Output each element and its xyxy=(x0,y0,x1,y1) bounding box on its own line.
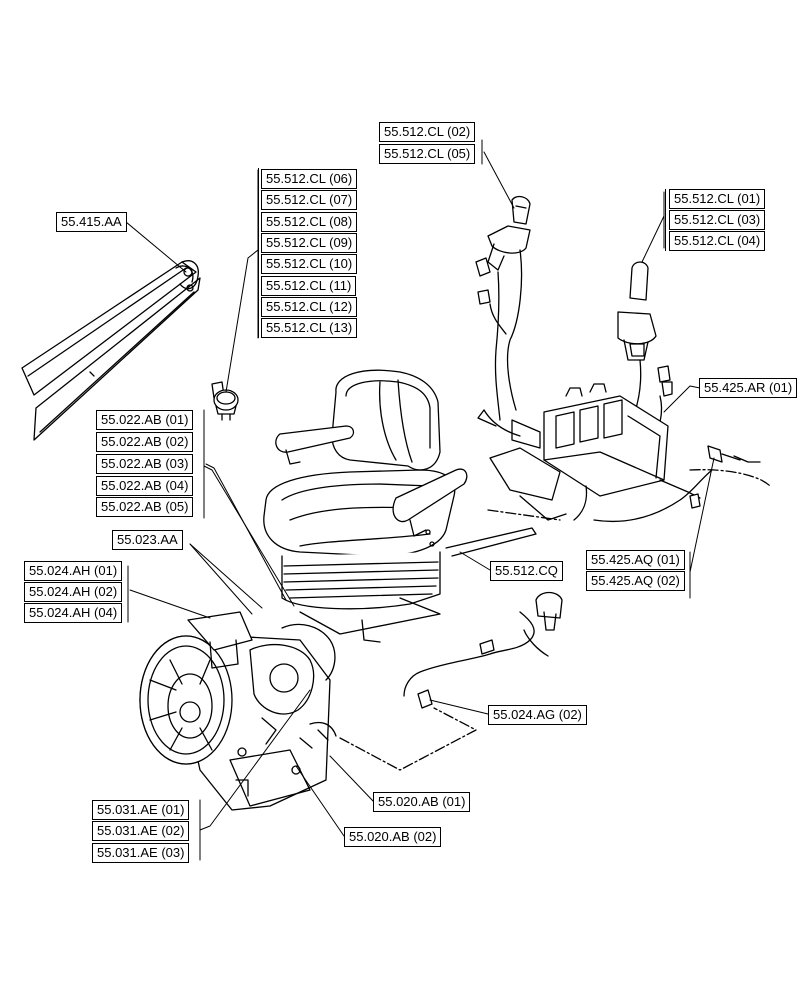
callout-55-022-ab-02[interactable]: 55.022.AB (02) xyxy=(96,432,194,452)
callout-55-031-ae-01[interactable]: 55.031.AE (01) xyxy=(92,800,190,820)
callout-55-024-ah-04[interactable]: 55.024.AH (04) xyxy=(24,603,123,623)
rotary-switch xyxy=(211,381,239,421)
cable-route xyxy=(339,707,477,771)
callout-55-425-ar-01[interactable]: 55.425.AR (01) xyxy=(699,378,798,398)
callout-55-512-cl-11[interactable]: 55.512.CL (11) xyxy=(261,276,357,296)
callout-55-415-aa[interactable]: 55.415.AA xyxy=(56,212,127,232)
transmission-housing xyxy=(139,611,331,811)
callout-55-512-cl-02[interactable]: 55.512.CL (02) xyxy=(379,122,476,142)
callout-55-024-ag-02[interactable]: 55.024.AG (02) xyxy=(488,705,587,725)
callout-55-512-cl-08[interactable]: 55.512.CL (08) xyxy=(261,212,358,232)
callout-55-512-cl-05[interactable]: 55.512.CL (05) xyxy=(379,144,476,164)
callout-55-024-ah-02[interactable]: 55.024.AH (02) xyxy=(24,582,123,602)
cable xyxy=(281,623,336,681)
callout-55-022-ab-04[interactable]: 55.022.AB (04) xyxy=(96,476,194,496)
callout-55-425-aq-01[interactable]: 55.425.AQ (01) xyxy=(586,550,685,570)
callout-55-023-aa[interactable]: 55.023.AA xyxy=(112,530,183,550)
callout-55-512-cl-04[interactable]: 55.512.CL (04) xyxy=(669,231,766,251)
callout-55-512-cl-03[interactable]: 55.512.CL (03) xyxy=(669,210,766,230)
callout-55-031-ae-02[interactable]: 55.031.AE (02) xyxy=(92,821,190,841)
mount-bracket xyxy=(445,527,537,557)
right-joystick xyxy=(617,261,673,445)
callout-55-512-cl-12[interactable]: 55.512.CL (12) xyxy=(261,297,358,317)
callout-55-512-cl-13[interactable]: 55.512.CL (13) xyxy=(261,318,358,338)
callout-55-512-cl-01[interactable]: 55.512.CL (01) xyxy=(669,189,766,209)
cab-harness xyxy=(403,591,563,709)
callout-55-020-ab-02[interactable]: 55.020.AB (02) xyxy=(344,827,442,847)
callout-55-512-cl-07[interactable]: 55.512.CL (07) xyxy=(261,190,358,210)
callout-55-022-ab-03[interactable]: 55.022.AB (03) xyxy=(96,454,194,474)
control-valve-block xyxy=(477,383,761,523)
callout-bracket xyxy=(665,189,666,251)
callout-55-024-ah-01[interactable]: 55.024.AH (01) xyxy=(24,561,123,581)
cable xyxy=(309,721,337,737)
operator-seat xyxy=(263,369,468,643)
callout-55-512-cl-06[interactable]: 55.512.CL (06) xyxy=(261,169,358,189)
callout-55-425-aq-02[interactable]: 55.425.AQ (02) xyxy=(586,571,685,591)
leader-lines xyxy=(125,139,715,861)
callout-55-022-ab-01[interactable]: 55.022.AB (01) xyxy=(96,410,194,430)
callout-55-512-cl-09[interactable]: 55.512.CL (09) xyxy=(261,233,358,253)
left-joystick xyxy=(475,195,531,421)
callout-55-031-ae-03[interactable]: 55.031.AE (03) xyxy=(92,843,190,863)
callout-55-020-ab-01[interactable]: 55.020.AB (01) xyxy=(373,792,471,812)
callout-55-512-cq[interactable]: 55.512.CQ xyxy=(490,561,563,581)
callout-bracket xyxy=(258,168,259,338)
callout-55-022-ab-05[interactable]: 55.022.AB (05) xyxy=(96,497,194,517)
callout-55-512-cl-10[interactable]: 55.512.CL (10) xyxy=(261,254,358,274)
boom-arm xyxy=(21,260,201,441)
